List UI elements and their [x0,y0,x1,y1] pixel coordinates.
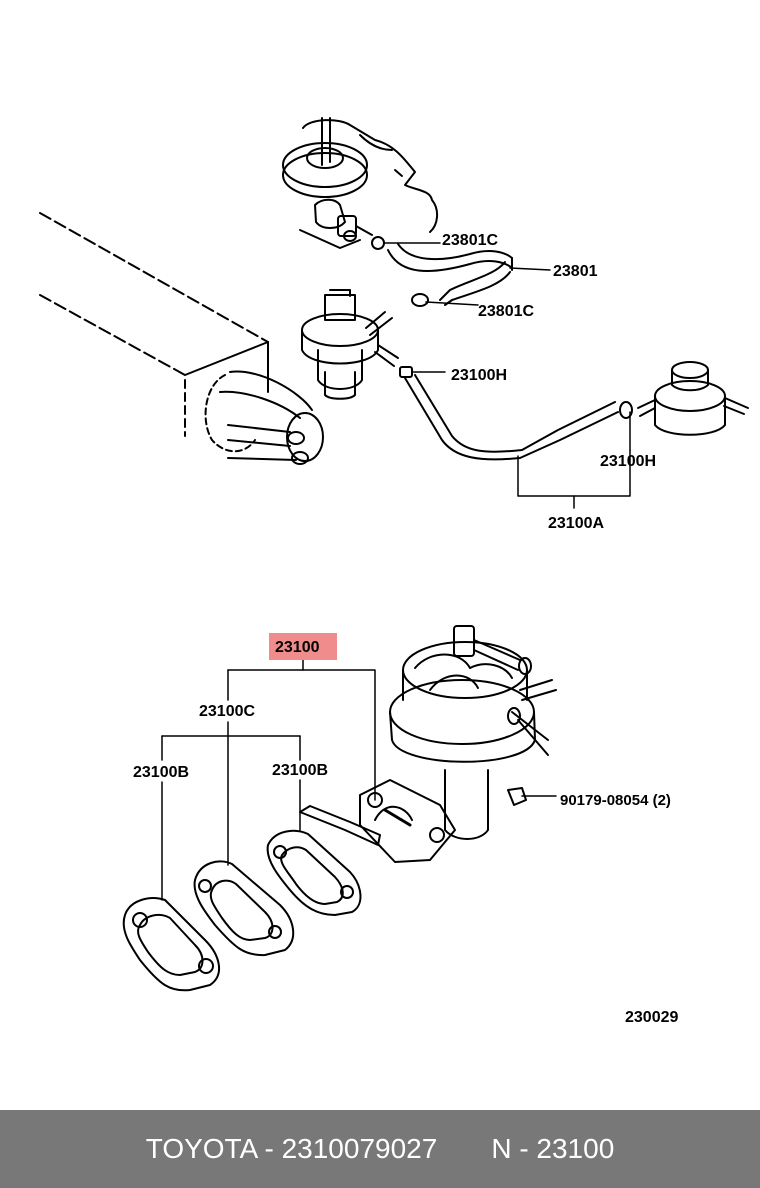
label-23100c[interactable]: 23100C [199,703,255,720]
label-23100[interactable]: 23100 [275,639,320,656]
fuel-filter-illustration [637,361,749,436]
fuel-pump-small-illustration [301,289,399,400]
footer-reference: N - 23100 [491,1133,615,1164]
diagram-number: 230029 [625,1009,678,1026]
gasket-left-illustration [122,897,220,992]
fuel-pump-illustration [299,625,557,863]
label-90179-08054[interactable]: 90179-08054 (2) [560,792,671,809]
footer-bar: TOYOTA - 2310079027 N - 23100 [0,1110,760,1188]
gasket-middle-illustration [193,860,295,957]
part-highlight [269,633,337,660]
label-23100h-right[interactable]: 23100H [600,453,656,470]
gasket-right-illustration [266,829,362,916]
label-23801c-top[interactable]: 23801C [442,232,498,249]
parts-diagram: 23801C 23801 23801C 23100H 23100H 23100A… [39,117,749,1026]
leader-lines [161,659,557,901]
carburetor-illustration [282,117,438,249]
label-23100b-right[interactable]: 23100B [272,762,328,779]
label-23100h-left[interactable]: 23100H [451,367,507,384]
label-23100a[interactable]: 23100A [548,515,604,532]
footer-brand-part: TOYOTA - 2310079027 [145,1133,438,1164]
label-23801c-bottom[interactable]: 23801C [478,303,534,320]
hose-23801-illustration [371,236,551,307]
hose-23100a-illustration [399,366,633,461]
label-23801[interactable]: 23801 [553,263,598,280]
label-23100b-left[interactable]: 23100B [133,764,189,781]
air-cleaner-illustration [39,212,324,465]
